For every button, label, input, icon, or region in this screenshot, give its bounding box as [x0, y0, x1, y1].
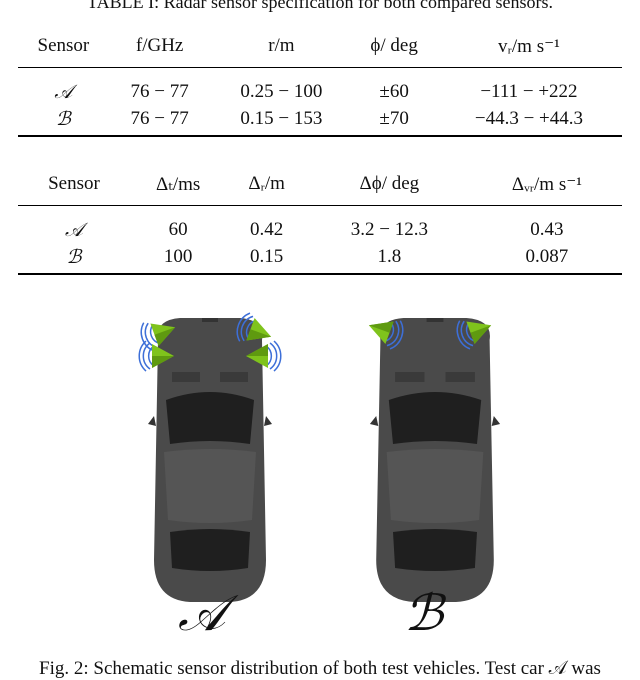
- col-frequency: f/GHz: [108, 25, 211, 68]
- cell: 𝒜: [54, 80, 73, 103]
- cell: −44.3 − +44.3: [435, 103, 622, 137]
- cell: ±70: [352, 103, 436, 137]
- table-row: 𝒜 76 − 77 0.25 − 100 ±60 −111 − +222: [18, 68, 622, 104]
- cell: 0.087: [471, 241, 622, 275]
- resolution-table: Sensor Δₜ/ms Δᵣ/m Δϕ/ deg Δᵥᵣ/m s⁻¹ 𝒜 60 0…: [18, 163, 622, 275]
- vehicle-a: [136, 310, 282, 602]
- header-row: Sensor f/GHz r/m ϕ/ deg vᵣ/m s⁻¹: [18, 25, 622, 68]
- table-row: 𝒜 60 0.42 3.2 − 12.3 0.43: [18, 206, 622, 242]
- cell: 0.15 − 153: [210, 103, 353, 137]
- cell: ℬ: [18, 241, 130, 275]
- vehicle-b: [362, 310, 501, 602]
- header-row: Sensor Δₜ/ms Δᵣ/m Δϕ/ deg Δᵥᵣ/m s⁻¹: [18, 163, 622, 206]
- col-angle-res: Δϕ/ deg: [306, 163, 472, 206]
- cell: 100: [129, 241, 227, 275]
- cell: 60: [168, 218, 188, 240]
- cell: 0.43: [530, 218, 564, 240]
- cell: 𝒜: [64, 218, 83, 241]
- cell: 0.42: [250, 218, 284, 240]
- cell: 1.8: [306, 241, 472, 275]
- col-angle: ϕ/ deg: [352, 25, 436, 68]
- col-sensor: Sensor: [18, 163, 130, 206]
- table-caption: TABLE I: Radar sensor specification for …: [87, 0, 553, 12]
- cell: 0.25 − 100: [240, 80, 323, 102]
- spec-table: Sensor f/GHz r/m ϕ/ deg vᵣ/m s⁻¹ 𝒜 76 − 7…: [18, 25, 622, 137]
- col-sensor: Sensor: [18, 25, 109, 68]
- cell: ℬ: [18, 103, 109, 137]
- vehicle-b-label: ℬ: [404, 584, 444, 642]
- figure-caption: Fig. 2: Schematic sensor distribution of…: [39, 658, 601, 679]
- col-velocity: vᵣ/m s⁻¹: [435, 25, 622, 68]
- cell: 76 − 77: [108, 103, 211, 137]
- col-range-res: Δᵣ/m: [226, 163, 307, 206]
- cell: 3.2 − 12.3: [350, 218, 428, 240]
- cell: ±60: [379, 80, 409, 102]
- cell: 0.15: [226, 241, 307, 275]
- col-velocity-res: Δᵥᵣ/m s⁻¹: [471, 163, 622, 206]
- col-time-res: Δₜ/ms: [129, 163, 227, 206]
- cell: 76 − 77: [130, 80, 189, 102]
- cell: −111 − +222: [480, 80, 578, 102]
- col-range: r/m: [210, 25, 353, 68]
- vehicle-a-label: 𝒜: [178, 584, 226, 642]
